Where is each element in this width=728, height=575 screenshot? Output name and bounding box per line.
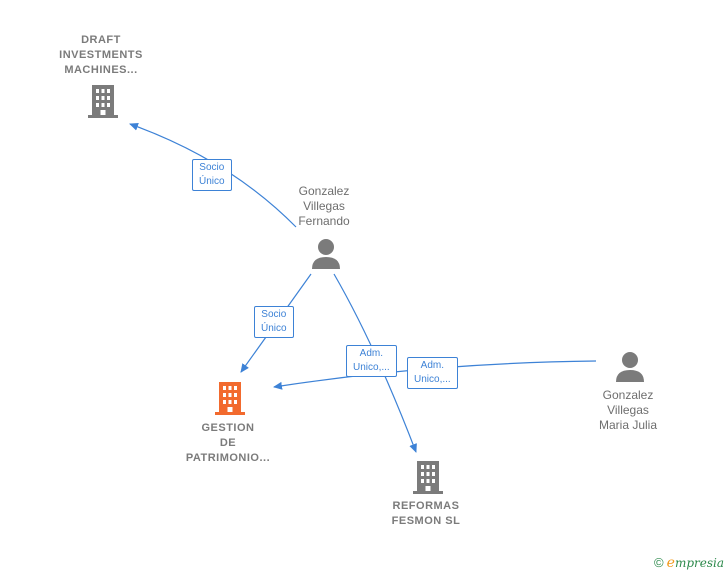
copyright-symbol: © [654, 555, 664, 570]
company-label-draft[interactable]: DRAFT INVESTMENTS MACHINES... [59, 34, 143, 76]
company-label-gestion[interactable]: GESTION DE PATRIMONIO... [185, 422, 271, 464]
edge-badge-maria-gestion[interactable]: Adm. Unico,... [407, 357, 458, 389]
footer-brand[interactable]: ©empresia [654, 555, 724, 571]
person-icon[interactable] [615, 351, 645, 383]
company-label-reformas[interactable]: REFORMAS FESMON SL [391, 500, 461, 527]
edge-badge-fernando-gestion[interactable]: Socio Único [254, 306, 294, 338]
edge-badge-fernando-draft[interactable]: Socio Único [192, 159, 232, 191]
person-label-maria[interactable]: Gonzalez Villegas Maria Julia [598, 388, 658, 432]
building-icon[interactable] [86, 83, 120, 119]
person-icon[interactable] [311, 238, 341, 270]
edge-badge-fernando-reformas[interactable]: Adm. Unico,... [346, 345, 397, 377]
empresia-logo: empresia [666, 555, 724, 571]
person-label-fernando[interactable]: Gonzalez Villegas Fernando [298, 184, 350, 228]
building-icon[interactable] [411, 459, 445, 495]
building-icon-focus[interactable] [213, 380, 247, 416]
